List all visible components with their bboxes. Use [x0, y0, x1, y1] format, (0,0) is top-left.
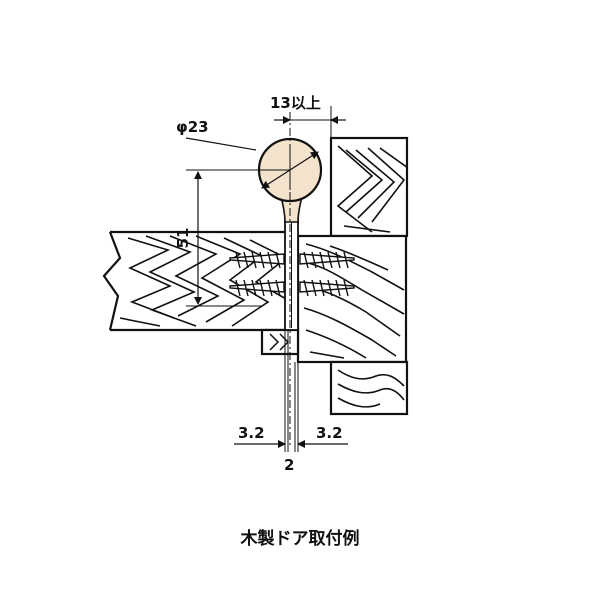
door-leaf — [102, 230, 292, 332]
dimension-gaps: 3.2 3.2 2 — [234, 330, 348, 474]
wall-upper-block — [329, 136, 409, 238]
figure-caption: 木製ドア取付例 — [240, 529, 360, 549]
gap-right-label: 3.2 — [316, 424, 343, 442]
stopper-block — [260, 328, 300, 356]
dimension-height: 51 — [174, 169, 290, 307]
gap-left-label: 3.2 — [238, 424, 265, 442]
dimension-clearance: 13以上 — [270, 94, 346, 138]
thickness-label: 2 — [284, 456, 294, 474]
height-label: 51 — [174, 228, 192, 249]
wall-lower-block — [329, 360, 409, 416]
clearance-label: 13以上 — [270, 94, 321, 112]
diameter-label: φ23 — [176, 118, 209, 136]
screws — [229, 251, 355, 297]
